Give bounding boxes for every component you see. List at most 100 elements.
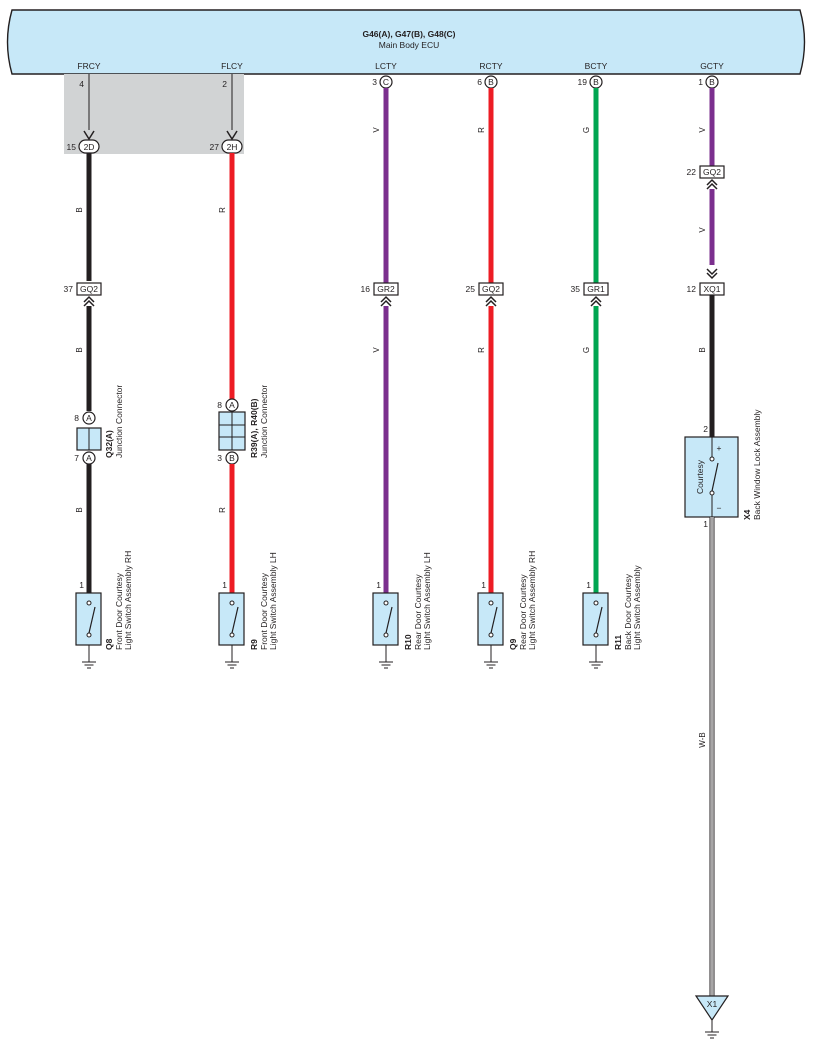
junction-pin: 22 [687, 167, 697, 177]
wire-color-label: V [372, 127, 381, 133]
pin-circle-letter: B [229, 453, 235, 463]
wire-color-label: R [477, 127, 486, 133]
switch-lever [88, 606, 96, 634]
ecu-subtitle: Main Body ECU [379, 40, 439, 50]
switch-name-1: Front Door Courtesy [259, 572, 269, 650]
junction-pin: 16 [361, 284, 371, 294]
ground-icon [81, 655, 97, 669]
switch-contact [383, 632, 389, 638]
junction-name: GQ2 [482, 284, 500, 294]
ground-icon [224, 655, 240, 669]
double-chevron-icon [590, 295, 602, 307]
switch-code: Q9 [508, 638, 518, 650]
switch-lever [711, 462, 719, 492]
junction-box [76, 282, 102, 296]
junction-pin: 12 [687, 284, 697, 294]
switch-name-1: Back Door Courtesy [623, 573, 633, 650]
double-chevron-icon [83, 295, 95, 307]
pin-circle-letter: B [593, 77, 599, 87]
switch-code: R9 [249, 639, 259, 650]
arrow-icon [83, 130, 95, 141]
junction-box [478, 282, 504, 296]
switch-contact [593, 600, 599, 606]
wire-color-label: B [75, 507, 84, 512]
jconn-pin-bot: 7 [74, 453, 79, 463]
pin-label: 19 [578, 77, 588, 87]
double-chevron-down-icon [706, 268, 718, 280]
switch-lever [385, 606, 393, 634]
switch-contact [86, 632, 92, 638]
ground-icon [588, 655, 604, 669]
pin-circle [82, 411, 96, 425]
junction-name: XQ1 [703, 284, 720, 294]
switch-name-2: Light Switch Assembly [632, 565, 642, 650]
ground-icon [378, 655, 394, 669]
wire-color-label: G [582, 347, 591, 353]
circuit-frcy: FRCY 4 2D 15 B GQ2 37 B A 8 A 7 Q32(A) J… [64, 61, 133, 669]
wire-color-label: B [75, 207, 84, 212]
junction-pin: 25 [466, 284, 476, 294]
pin-circle-letter: A [86, 453, 92, 463]
wire-color-label: B [75, 347, 84, 352]
switch-contact [229, 600, 235, 606]
jconn-name: Junction Connector [114, 385, 124, 458]
switch-pin: 1 [481, 580, 486, 590]
pin-label: 3 [372, 77, 377, 87]
signal-label: FRCY [77, 61, 100, 71]
signal-label: FLCY [221, 61, 243, 71]
wire-color-label: V [698, 227, 707, 233]
switch-contact [488, 600, 494, 606]
switch-name-1: Rear Door Courtesy [413, 574, 423, 650]
pin-circle-letter: A [86, 413, 92, 423]
lock-name: Back Window Lock Assembly [752, 409, 762, 520]
connector-code: 2H [227, 142, 238, 152]
circuit-bcty: BCTY B 19 G GR1 35 G 1 R11 Back Door Cou… [571, 61, 642, 669]
circuit-flcy: FLCY 2 2H 27 R A 8 B 3 R39(A), R40(B) Ju… [210, 61, 278, 669]
double-chevron-icon [380, 295, 392, 307]
connector-pin: 27 [210, 142, 220, 152]
pin-circle-letter: C [383, 77, 389, 87]
switch-lever [490, 606, 498, 634]
lock-pin-bot: 1 [703, 519, 708, 529]
ground-point-triangle [694, 995, 730, 1022]
pin-label: 4 [79, 79, 84, 89]
pin-circle [225, 398, 239, 412]
wire-color-label: R [218, 207, 227, 213]
junction-name: GR2 [377, 284, 395, 294]
pin-circle-letter: B [488, 77, 494, 87]
jconn-code: R39(A), R40(B) [249, 398, 259, 458]
jconn-pin-top: 8 [217, 400, 222, 410]
switch-contact [383, 600, 389, 606]
wire-color-label: V [372, 347, 381, 353]
signal-label: RCTY [479, 61, 502, 71]
lock-inner-label: Courtesy [695, 459, 705, 494]
lock-minus: − [717, 503, 722, 513]
switch-contact [593, 632, 599, 638]
ecu-title: G46(A), G47(B), G48(C) [362, 29, 455, 39]
switch-contact [709, 456, 715, 462]
switch-name-2: Light Switch Assembly LH [268, 552, 278, 650]
wire-color-label: R [218, 507, 227, 513]
wire-color-label: W-B [698, 732, 707, 747]
junction-pin: 37 [64, 284, 74, 294]
ground-icon [483, 655, 499, 669]
switch-name-1: Front Door Courtesy [114, 572, 124, 650]
switch-contact [488, 632, 494, 638]
pin-label: 1 [698, 77, 703, 87]
signal-label: GCTY [700, 61, 724, 71]
wire-color-label: B [698, 347, 707, 352]
junction-pin: 35 [571, 284, 581, 294]
junction-name: GQ2 [80, 284, 98, 294]
signal-label: BCTY [585, 61, 608, 71]
jconn-code: Q32(A) [104, 430, 114, 458]
connector-pin: 15 [67, 142, 77, 152]
wire-color-label: V [698, 127, 707, 133]
lock-pin-top: 2 [703, 424, 708, 434]
junction-box [583, 282, 609, 296]
jconn-name: Junction Connector [259, 385, 269, 458]
wire-color-label: R [477, 347, 486, 353]
ground-icon [704, 1025, 720, 1039]
lock-plus: + [717, 443, 722, 453]
switch-pin: 1 [586, 580, 591, 590]
